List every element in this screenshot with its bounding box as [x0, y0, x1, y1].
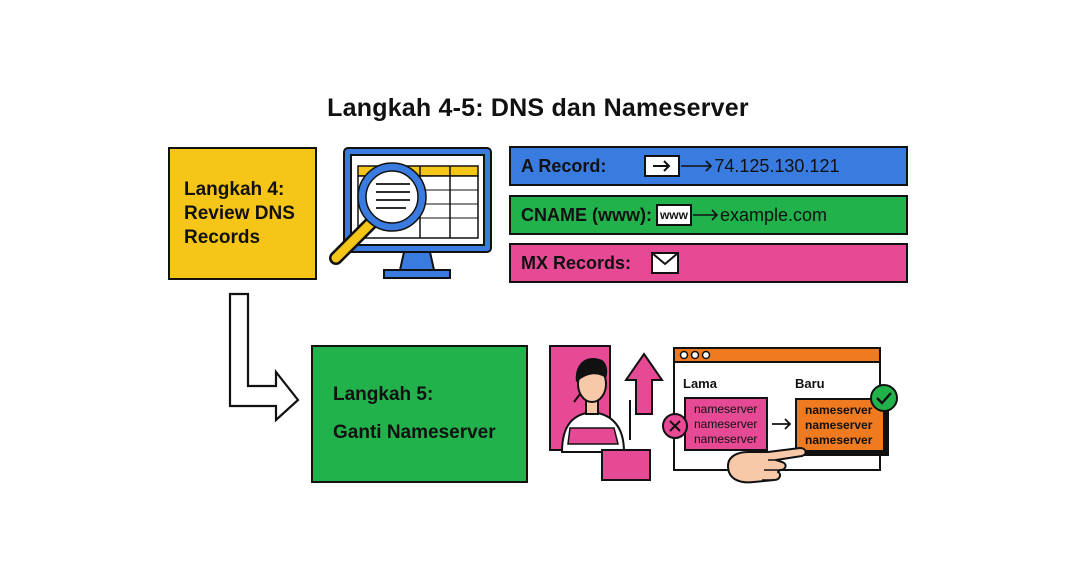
a-record-value: 74.125.130.121: [714, 155, 840, 176]
step4-line-2: Review DNS: [184, 202, 295, 224]
new-nameserver-label: Baru: [795, 376, 825, 391]
a-record-row: A Record: 74.125.130.121: [509, 146, 908, 186]
old-nameserver-list: nameserver nameserver nameserver: [684, 397, 768, 451]
switch-arrow-icon: [772, 418, 792, 430]
a-record-label: A Record:: [521, 155, 607, 176]
connector-arrow-icon: [692, 209, 719, 221]
connector-arrow-icon: [681, 160, 713, 172]
diagram-title: Langkah 4-5: DNS dan Nameserver: [327, 94, 749, 122]
pointing-hand-icon: [727, 447, 807, 484]
step5-line-1: Langkah 5:: [333, 384, 434, 405]
old-nameserver-label: Lama: [683, 376, 717, 391]
old-nameserver-item: nameserver: [694, 416, 758, 431]
mx-record-label: MX Records:: [521, 252, 632, 273]
person-upload-icon: [549, 345, 664, 481]
step4-line-1: Langkah 4:: [184, 178, 285, 200]
new-nameserver-item: nameserver: [805, 432, 873, 447]
step4-box: Langkah 4: Review DNS Records: [168, 147, 317, 280]
check-circle-icon: [870, 384, 898, 412]
step5-line-2: Ganti Nameserver: [333, 422, 496, 443]
new-nameserver-list: nameserver nameserver nameserver: [795, 398, 885, 452]
mx-record-row: MX Records:: [509, 243, 908, 283]
cname-record-value: example.com: [719, 204, 828, 225]
old-nameserver-item: nameserver: [694, 401, 758, 416]
cname-record-row: CNAME (www): www example.com: [509, 195, 908, 235]
step4-line-3: Records: [184, 226, 261, 248]
old-nameserver-item: nameserver: [694, 431, 758, 446]
www-chip: www: [655, 204, 692, 226]
new-nameserver-item: nameserver: [805, 417, 873, 432]
monitor-magnifier-icon: [329, 147, 492, 279]
flow-arrow-icon: [228, 292, 300, 423]
close-circle-icon: [662, 413, 688, 439]
arrow-right-icon: [644, 155, 681, 177]
envelope-icon: [651, 252, 680, 274]
new-nameserver-item: nameserver: [805, 402, 873, 417]
cname-record-label: CNAME (www):: [521, 204, 652, 225]
step5-box: Langkah 5: Ganti Nameserver: [311, 345, 528, 483]
